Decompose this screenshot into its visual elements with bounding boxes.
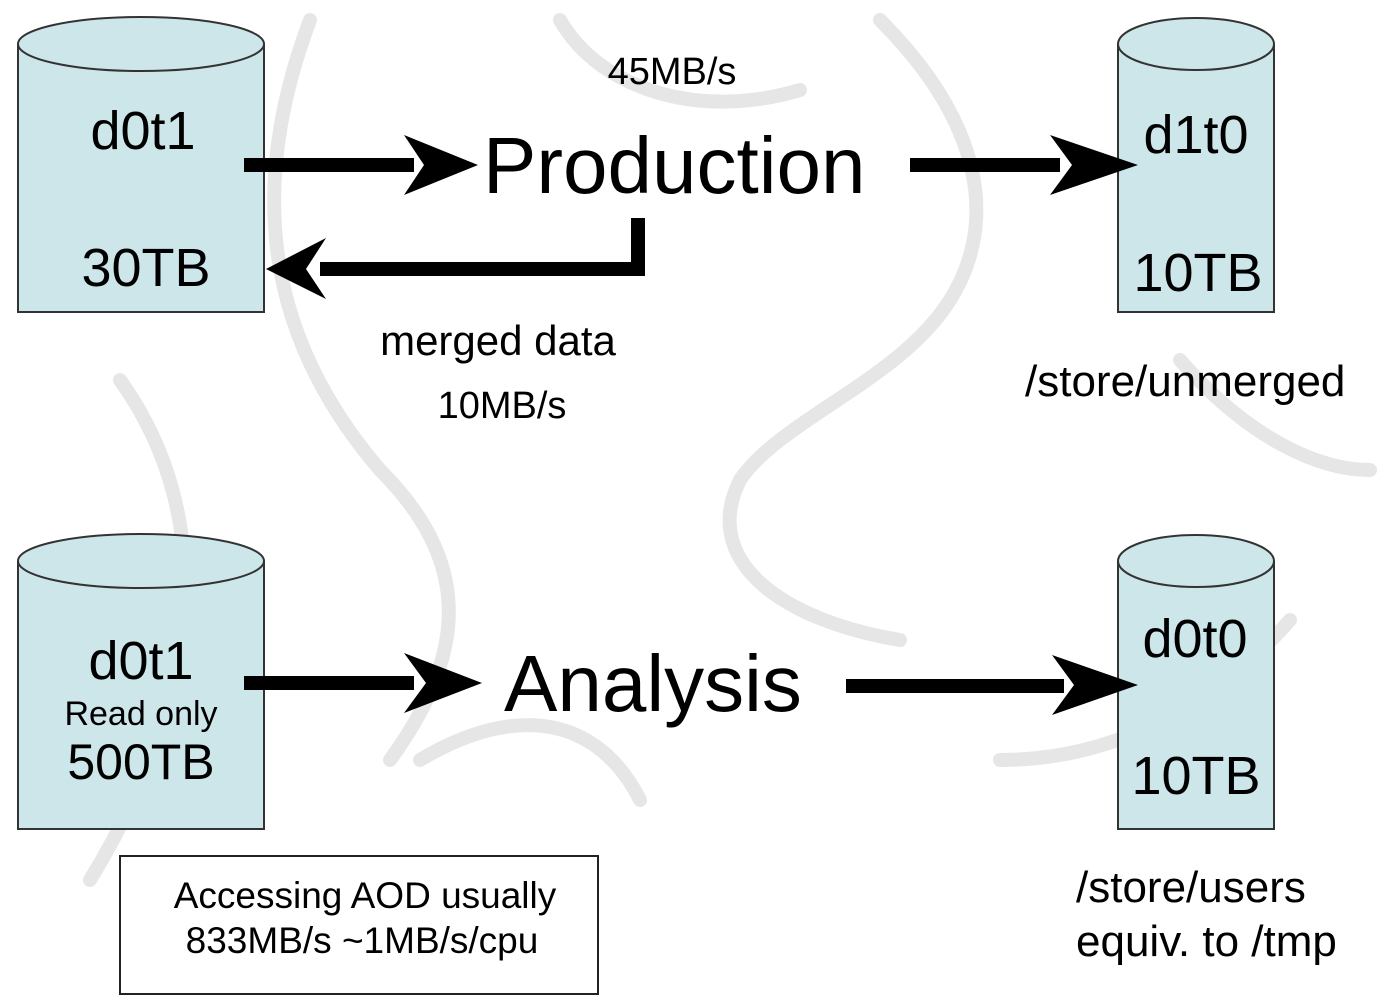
production-target-disk-size: 10TB bbox=[1133, 243, 1263, 303]
arrow-production-to-target bbox=[910, 135, 1138, 195]
production-label: Production bbox=[483, 121, 866, 210]
production-source-disk bbox=[17, 16, 265, 313]
analysis-label: Analysis bbox=[504, 639, 802, 728]
analysis-source-disk-size: 500TB bbox=[67, 734, 215, 790]
production-target-disk-name: d1t0 bbox=[1143, 105, 1249, 165]
production-target-path: /store/unmerged bbox=[1025, 357, 1346, 406]
analysis-target-disk-name: d0t0 bbox=[1142, 609, 1248, 669]
analysis-target-path-note: equiv. to /tmp bbox=[1076, 917, 1337, 966]
merged-data-rate: 10MB/s bbox=[437, 385, 567, 427]
production-source-disk-size: 30TB bbox=[81, 238, 211, 298]
arrow-analysis-to-target bbox=[846, 655, 1138, 715]
analysis-target-disk bbox=[1117, 534, 1275, 830]
arrow-merged-data-return bbox=[266, 218, 645, 299]
production-target-disk bbox=[1117, 17, 1275, 313]
access-note-line1: Accessing AOD usually bbox=[173, 875, 557, 916]
merged-data-label: merged data bbox=[380, 317, 616, 364]
diagram-canvas bbox=[17, 13, 1377, 887]
arrow-source-to-production bbox=[244, 135, 478, 195]
analysis-source-disk bbox=[17, 533, 265, 830]
production-source-disk-name: d0t1 bbox=[90, 101, 196, 161]
analysis-source-disk-name: d0t1 bbox=[88, 631, 194, 691]
analysis-source-disk-note: Read only bbox=[64, 695, 218, 733]
analysis-target-path: /store/users bbox=[1076, 863, 1306, 912]
arrow-source-to-analysis bbox=[244, 653, 482, 713]
production-in-rate: 45MB/s bbox=[607, 51, 737, 93]
access-note-line2: 833MB/s ~1MB/s/cpu bbox=[185, 920, 539, 961]
analysis-target-disk-size: 10TB bbox=[1131, 746, 1261, 806]
